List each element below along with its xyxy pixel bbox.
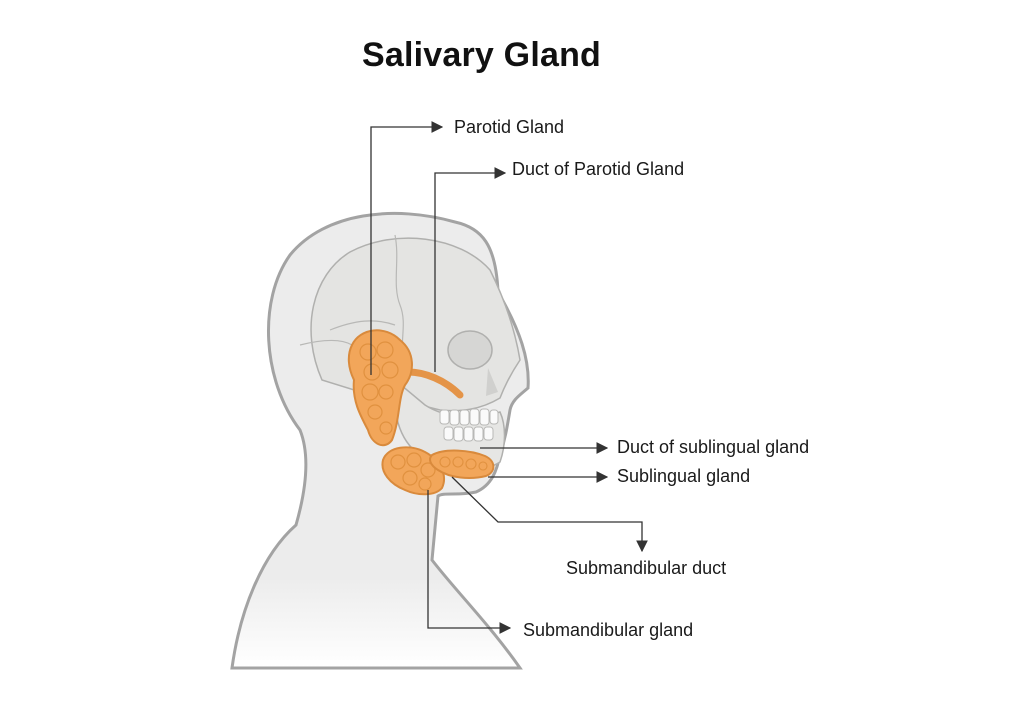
leader-parotid-gland	[370, 121, 444, 375]
diagram-title: Salivary Gland	[362, 36, 602, 74]
label-submandibular-duct: Submandibular duct	[566, 558, 727, 578]
leader-submandibular-duct	[451, 476, 648, 553]
sublingual-gland-shape	[429, 449, 495, 479]
leader-parotid-duct	[434, 167, 507, 372]
nasal-cavity	[486, 368, 498, 396]
label-parotid-gland: Parotid Gland	[454, 117, 565, 137]
label-submandibular-gland: Submandibular gland	[523, 620, 694, 640]
parotid-duct-shape	[404, 368, 464, 399]
leader-submandibular-gland	[427, 490, 512, 634]
parotid-gland-shape	[347, 329, 413, 447]
teeth	[439, 408, 499, 442]
skull-suture-2	[299, 320, 396, 346]
label-sublingual-duct: Duct of sublingual gland	[617, 437, 810, 457]
label-parotid-duct: Duct of Parotid Gland	[512, 159, 685, 179]
eye-socket	[447, 330, 493, 370]
submandibular-gland-shape	[381, 446, 445, 496]
leader-lines	[370, 121, 648, 634]
label-sublingual-gland: Sublingual gland	[617, 466, 751, 486]
